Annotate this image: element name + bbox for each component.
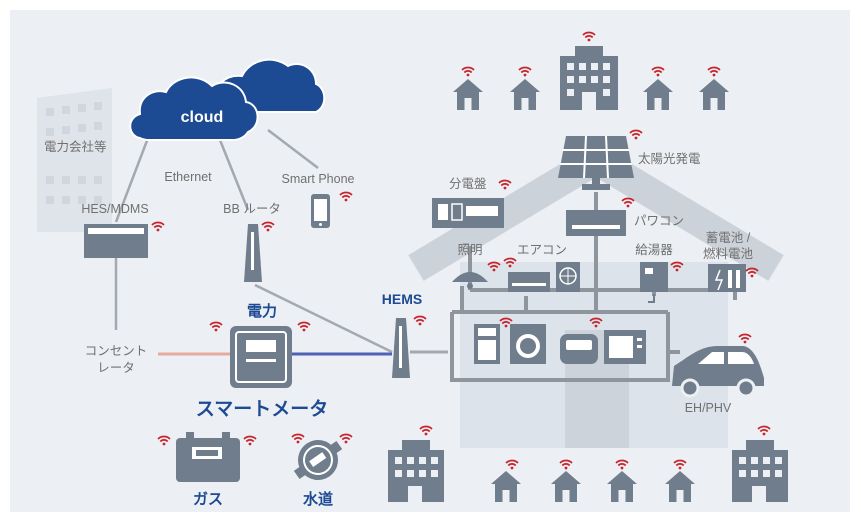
distribution-board-label: 分電盤 bbox=[449, 177, 487, 191]
house-icon bbox=[453, 79, 483, 110]
water-heater-label: 給湯器 bbox=[635, 243, 673, 257]
wifi-icon bbox=[518, 66, 532, 78]
wifi-icon bbox=[209, 321, 223, 333]
top-neighborhood bbox=[453, 46, 729, 110]
concentrator-label-line2: レータ bbox=[97, 361, 135, 375]
wifi-icon bbox=[461, 66, 475, 78]
aircon-icon bbox=[508, 262, 580, 292]
wifi-icon bbox=[651, 66, 665, 78]
smartphone-icon bbox=[311, 194, 330, 228]
distribution-board-icon bbox=[432, 198, 504, 228]
house-icon bbox=[510, 79, 540, 110]
lighting-label: 照明 bbox=[457, 243, 482, 257]
wifi-icon bbox=[615, 459, 629, 471]
solar-panel-icon bbox=[558, 135, 634, 190]
smartphone-label: Smart Phone bbox=[282, 172, 355, 186]
water-label: 水道 bbox=[303, 490, 333, 508]
house-icon bbox=[699, 79, 729, 110]
building-icon bbox=[732, 440, 788, 502]
wifi-icon bbox=[297, 321, 311, 333]
house-icon bbox=[665, 471, 695, 502]
smart-meter-label: スマートメータ bbox=[196, 398, 328, 420]
wifi-icon bbox=[757, 425, 771, 437]
wifi-icon bbox=[582, 31, 596, 43]
router-icon bbox=[244, 224, 262, 282]
wifi-icon bbox=[261, 221, 275, 233]
cloud-icon bbox=[129, 58, 326, 141]
wifi-icon bbox=[243, 435, 257, 447]
gas-meter-icon bbox=[176, 432, 240, 482]
washing-machine-icon bbox=[510, 324, 546, 364]
router-label: BB ルータ bbox=[223, 202, 281, 216]
house-icon bbox=[607, 471, 637, 502]
solar-label: 太陽光発電 bbox=[638, 151, 701, 166]
wifi-icon bbox=[673, 459, 687, 471]
cloud-label: cloud bbox=[181, 109, 224, 126]
battery-icon bbox=[708, 264, 746, 292]
house-icon bbox=[643, 79, 673, 110]
building-icon bbox=[560, 46, 618, 110]
wifi-icon bbox=[157, 435, 171, 447]
microwave-icon bbox=[604, 330, 646, 364]
house-icon bbox=[491, 471, 521, 502]
wifi-icon bbox=[505, 459, 519, 471]
ev-label: EH/PHV bbox=[685, 401, 732, 415]
smart-meter-icon bbox=[230, 326, 292, 388]
lighting-icon bbox=[452, 272, 488, 289]
wifi-icon bbox=[707, 66, 721, 78]
battery-label-line2: 燃料電池 bbox=[703, 246, 754, 261]
hes-label: HES/MDMS bbox=[81, 202, 148, 216]
electric-label: 電力 bbox=[247, 302, 277, 320]
utility-label: 電力会社等 bbox=[44, 139, 107, 154]
wifi-icon bbox=[413, 315, 427, 327]
wifi-icon bbox=[339, 433, 353, 445]
house-icon bbox=[551, 471, 581, 502]
hems-device-icon bbox=[392, 318, 410, 378]
wifi-icon bbox=[291, 433, 305, 445]
power-conditioner-label: パワコン bbox=[634, 214, 684, 228]
aircon-label: エアコン bbox=[517, 243, 567, 257]
building-icon bbox=[388, 440, 444, 502]
power-conditioner-icon bbox=[566, 210, 626, 236]
wifi-icon bbox=[419, 425, 433, 437]
ethernet-label: Ethernet bbox=[164, 170, 212, 184]
hems-label: HEMS bbox=[382, 291, 422, 307]
wifi-icon bbox=[151, 221, 165, 233]
concentrator-label-line1: コンセント bbox=[85, 344, 148, 358]
wifi-icon bbox=[738, 333, 752, 345]
wifi-icon bbox=[339, 191, 353, 203]
water-heater-icon bbox=[640, 262, 668, 303]
battery-label-line1: 蓄電池 / bbox=[706, 231, 751, 245]
wifi-icon bbox=[498, 179, 512, 191]
wifi-icon bbox=[629, 129, 643, 141]
bottom-neighborhood bbox=[388, 440, 788, 502]
appliances bbox=[474, 324, 646, 364]
hes-mdms-server-icon bbox=[84, 224, 148, 258]
wifi-icon bbox=[621, 197, 635, 209]
refrigerator-icon bbox=[474, 324, 500, 364]
rice-cooker-icon bbox=[560, 334, 598, 364]
utility-building-icon bbox=[37, 88, 112, 232]
wifi-icon bbox=[559, 459, 573, 471]
car-icon bbox=[672, 346, 764, 398]
gas-label: ガス bbox=[193, 491, 223, 508]
water-meter-icon bbox=[293, 440, 343, 480]
